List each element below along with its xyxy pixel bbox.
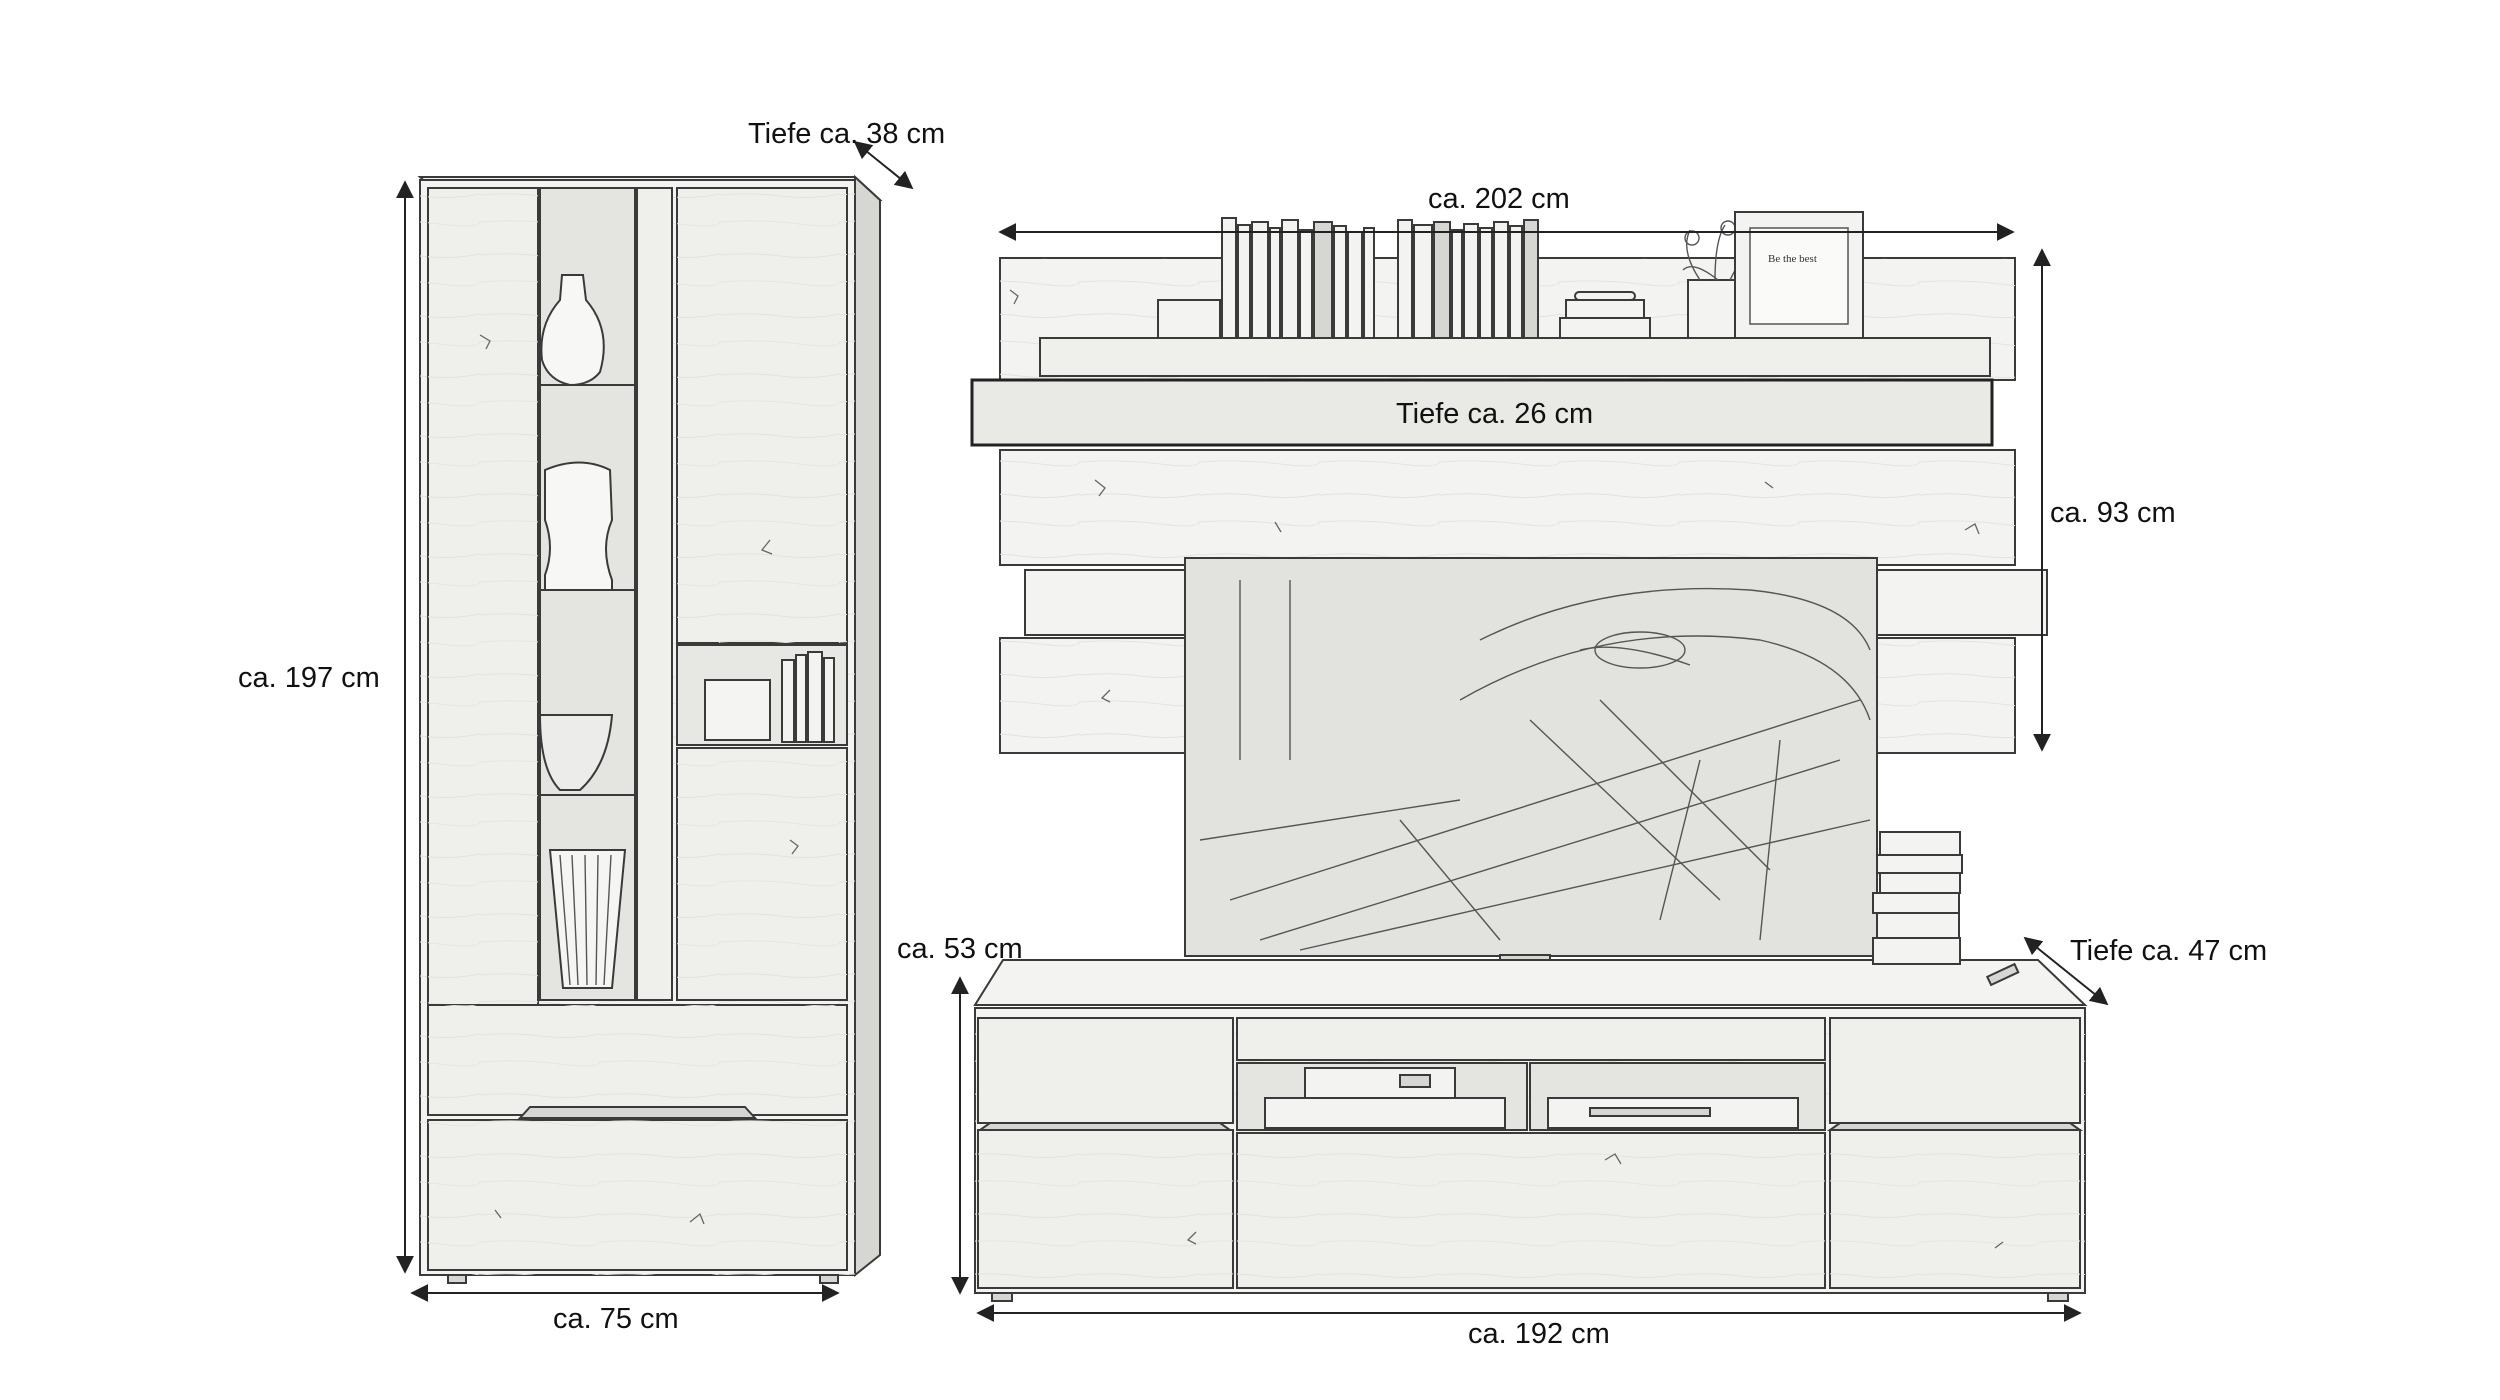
panel-height-dimension: ca. 93 cm (2033, 248, 2176, 752)
shelf-depth-label: Tiefe ca. 26 cm (1396, 398, 1593, 430)
lowboard-width-label: ca. 192 cm (1468, 1318, 1610, 1350)
stacked-books-icon (1872, 831, 1963, 965)
sculpture-icon (544, 461, 614, 591)
lowboard (973, 959, 2088, 1302)
shelf-books-icon (1157, 217, 1651, 339)
receiver-device-icon (1264, 1067, 1506, 1129)
books-icon (781, 651, 835, 743)
cabinet-height-dimension: ca. 197 cm (238, 180, 414, 1274)
tv-screen (1184, 557, 1878, 998)
lowboard-height-dimension: ca. 53 cm (897, 933, 1023, 1295)
tall-cabinet (417, 174, 883, 1284)
remote-control-icon (1985, 962, 2020, 987)
cabinet-width-label: ca. 75 cm (553, 1303, 679, 1335)
lowboard-depth-dimension: Tiefe ca. 47 cm (2023, 935, 2267, 1006)
cabinet-depth-label: Tiefe ca. 38 cm (748, 118, 945, 150)
box-icon (704, 679, 771, 741)
lowboard-knot-icons (1186, 1153, 2004, 1249)
picture-frame-text: Be the best (1768, 253, 1817, 265)
bowl-icon (538, 714, 614, 791)
lowboard-center-flap (1236, 1017, 1826, 1061)
lowboard-left-drawer (977, 1017, 1234, 1124)
shelf-depth-board (970, 378, 1994, 447)
lowboard-height-label: ca. 53 cm (897, 933, 1023, 965)
wall-panel-lower-right-board (1874, 569, 2048, 636)
panel-knot-icons (1009, 289, 1980, 703)
dvd-player-icon (1547, 1097, 1799, 1129)
lowboard-top (973, 959, 2088, 1006)
cabinet-depth-dimension: Tiefe ca. 38 cm (748, 118, 945, 190)
picture-frame-icon: Be the best (1734, 211, 1864, 339)
lowboard-width-dimension: ca. 192 cm (976, 1304, 2082, 1350)
cabinet-side (854, 174, 881, 1278)
cabinet-width-dimension: ca. 75 cm (410, 1284, 840, 1335)
tv-screen-image (1199, 580, 1871, 951)
vase-icon (540, 274, 605, 387)
panel-height-label: ca. 93 cm (2050, 497, 2176, 529)
lowboard-depth-label: Tiefe ca. 47 cm (2070, 935, 2267, 967)
panel-width-dimension: ca. 202 cm (998, 183, 2015, 241)
panel-width-label: ca. 202 cm (1428, 183, 1570, 215)
cabinet-height-label: ca. 197 cm (238, 662, 380, 694)
wood-knot-icons (479, 334, 799, 1225)
wall-panel-lower-left-board (1024, 569, 1196, 636)
floating-shelf (1039, 337, 1991, 377)
lowboard-right-drawer (1829, 1017, 2081, 1124)
cabinet-center-strip (636, 187, 673, 1001)
